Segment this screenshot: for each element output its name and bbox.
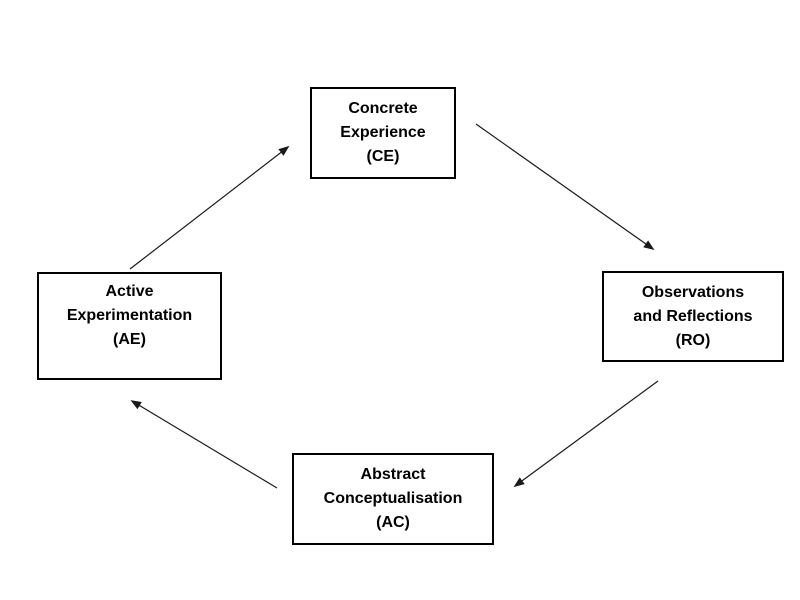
node-label-line: Experience xyxy=(340,124,426,141)
node-label-line: Abstract xyxy=(360,466,426,483)
node-concrete-experience: Concrete Experience (CE) xyxy=(310,87,456,179)
arrow-ro-to-ac xyxy=(513,380,659,488)
arrow-ac-to-ae xyxy=(130,400,278,489)
node-label-line: (AC) xyxy=(376,514,410,531)
node-observations-reflections: Observations and Reflections (RO) xyxy=(602,271,784,362)
node-label-line: Conceptualisation xyxy=(323,490,463,507)
node-active-experimentation: Active Experimentation (AE) xyxy=(37,272,222,380)
node-label-line: Active xyxy=(105,283,154,300)
node-label-line: (CE) xyxy=(366,148,400,165)
node-label-line: Observations xyxy=(641,283,745,301)
node-label-line: (AE) xyxy=(113,331,146,348)
node-label-line: and Reflections xyxy=(633,307,753,325)
arrow-ce-to-ro xyxy=(475,123,655,251)
node-label-line: (RO) xyxy=(675,331,711,349)
arrow-ae-to-ce xyxy=(129,145,290,270)
node-abstract-conceptualisation: Abstract Conceptualisation (AC) xyxy=(292,453,494,545)
node-label-line: Concrete xyxy=(348,100,418,117)
node-label-line: Experimentation xyxy=(66,307,193,324)
